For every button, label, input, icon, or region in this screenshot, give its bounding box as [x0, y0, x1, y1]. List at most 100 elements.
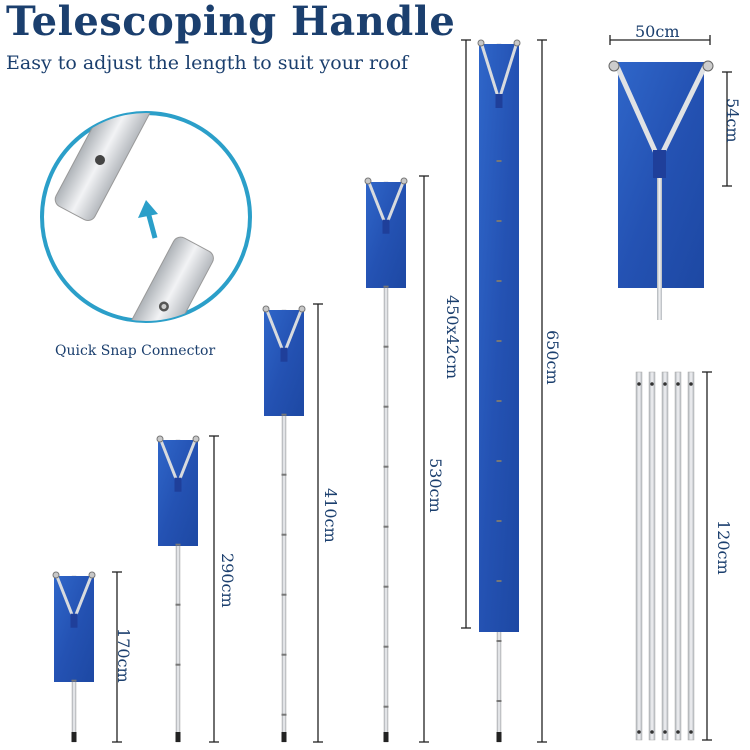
pole-grip	[496, 732, 502, 742]
pole-sections	[635, 371, 695, 741]
length-label-410: 410cm	[321, 488, 340, 543]
bracket-connector	[174, 477, 182, 492]
blade	[158, 440, 198, 546]
rod-end	[298, 305, 306, 313]
pole-joint	[496, 700, 502, 702]
bracket-connector	[280, 347, 288, 362]
pole-pin	[650, 730, 654, 734]
pole-pin	[650, 382, 654, 386]
pole-pin	[689, 730, 693, 734]
pole-joint	[383, 705, 389, 708]
pole-joint	[496, 280, 502, 282]
pole-joint	[496, 460, 502, 462]
pole-joint	[281, 653, 287, 656]
dim-530	[419, 175, 429, 743]
pole-pin	[663, 730, 667, 734]
pole-pin	[676, 730, 680, 734]
rod-end	[477, 39, 485, 47]
blade	[264, 310, 304, 416]
dim-290	[209, 435, 219, 743]
pole-joint	[496, 400, 502, 402]
bracket-connector	[495, 94, 503, 108]
rake-650	[477, 39, 521, 743]
pole-joint	[496, 340, 502, 342]
dim-blade	[461, 39, 471, 629]
pole-pin	[676, 382, 680, 386]
blade	[54, 576, 94, 682]
length-label-290: 290cm	[218, 553, 237, 608]
page-subtitle: Easy to adjust the length to suit your r…	[6, 52, 409, 74]
pole-joint	[496, 160, 502, 162]
rod-end	[52, 571, 60, 579]
pole-joint	[383, 585, 389, 588]
length-label-530: 530cm	[426, 458, 445, 513]
bracket-connector	[382, 219, 390, 234]
rod-end	[513, 39, 521, 47]
pole-pin	[637, 382, 641, 386]
pole-section	[648, 371, 656, 741]
pole-joint	[383, 645, 389, 648]
pole-section	[635, 371, 643, 741]
page-title: Telescoping Handle	[6, 0, 456, 45]
pole-pin	[689, 382, 693, 386]
pole-joint	[383, 405, 389, 408]
pole-grip	[175, 732, 181, 742]
length-label-650: 650cm	[543, 330, 562, 385]
pole-pin	[637, 730, 641, 734]
rod-end	[262, 305, 270, 313]
rod-end	[88, 571, 96, 579]
rake-head-closeup	[608, 60, 714, 320]
pole-section	[674, 371, 682, 741]
blade	[479, 44, 519, 632]
blade-length-label: 450x42cm	[443, 295, 462, 380]
pole-joint	[383, 465, 389, 468]
dim-section	[702, 371, 712, 741]
pole-section	[661, 371, 669, 741]
dim-head-height	[722, 71, 732, 187]
pole-joint	[71, 679, 77, 682]
bracket-connector	[653, 150, 666, 178]
blade	[366, 182, 406, 288]
connector-detail	[40, 111, 252, 323]
pole-grip	[281, 732, 287, 742]
pole-joint	[496, 580, 502, 582]
rake-290	[156, 435, 200, 743]
pole-grip	[383, 732, 389, 742]
rake-530	[364, 177, 408, 743]
dim-650	[537, 39, 547, 743]
rake-170	[52, 571, 96, 743]
pole-joint	[496, 640, 502, 642]
dim-410	[313, 303, 323, 743]
rod-end	[702, 60, 714, 72]
head-width-label: 50cm	[635, 22, 680, 41]
rod-end	[192, 435, 200, 443]
pole-joint	[281, 533, 287, 536]
rod-end	[156, 435, 164, 443]
pole-joint	[281, 593, 287, 596]
pole-joint	[496, 520, 502, 522]
connector-caption: Quick Snap Connector	[55, 343, 216, 359]
pole-joint	[383, 525, 389, 528]
rod-end	[364, 177, 372, 185]
pole-joint	[175, 543, 181, 546]
pole-joint	[281, 413, 287, 416]
pole-pin	[663, 382, 667, 386]
head-height-label: 54cm	[723, 98, 742, 143]
pole-joint	[281, 713, 287, 716]
rake-410	[262, 305, 306, 743]
pole-joint	[383, 345, 389, 348]
rod-end	[400, 177, 408, 185]
length-label-170: 170cm	[114, 628, 133, 683]
section-length-label: 120cm	[714, 520, 733, 575]
dim-170	[112, 571, 122, 743]
pole-section	[687, 371, 695, 741]
pole-grip	[71, 732, 77, 742]
pole-joint	[175, 603, 181, 606]
bracket-connector	[70, 613, 78, 628]
pole-joint	[383, 285, 389, 288]
rod-end	[608, 60, 620, 72]
pole	[657, 175, 662, 320]
dim-head-width	[609, 35, 711, 45]
pole-joint	[496, 220, 502, 222]
